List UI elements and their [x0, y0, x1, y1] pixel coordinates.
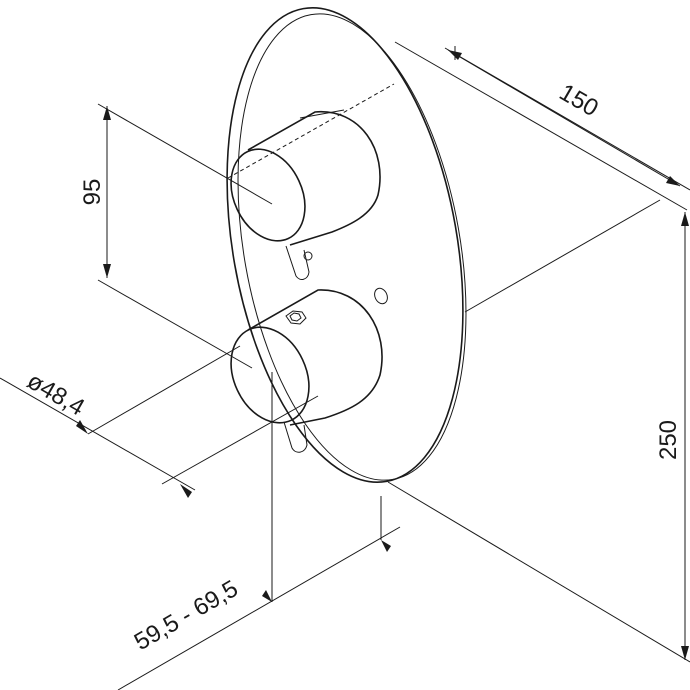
- diameter-label: ø48,4: [22, 367, 89, 421]
- spacing-label: 95: [79, 179, 106, 206]
- upper-knob: [230, 109, 381, 280]
- dimension-spacing: 95: [79, 103, 273, 369]
- height-label: 250: [655, 420, 682, 460]
- dimension-width: 150: [394, 41, 690, 211]
- cover-plate: [226, 7, 467, 483]
- lower-knob: [230, 287, 388, 453]
- dimension-height: 250: [387, 199, 690, 663]
- dimension-depth: 59,5 - 69,5: [117, 372, 401, 690]
- depth-label: 59,5 - 69,5: [130, 575, 243, 656]
